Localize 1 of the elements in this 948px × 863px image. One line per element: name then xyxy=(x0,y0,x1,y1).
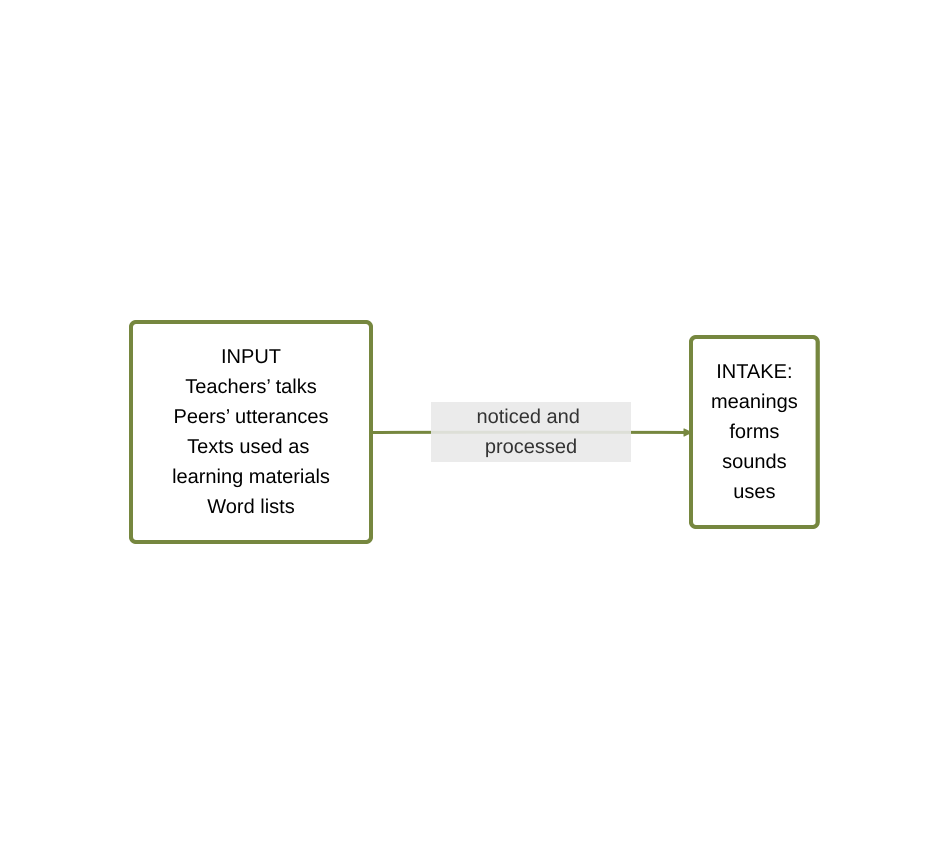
edge-label: noticed and processed xyxy=(476,406,580,458)
